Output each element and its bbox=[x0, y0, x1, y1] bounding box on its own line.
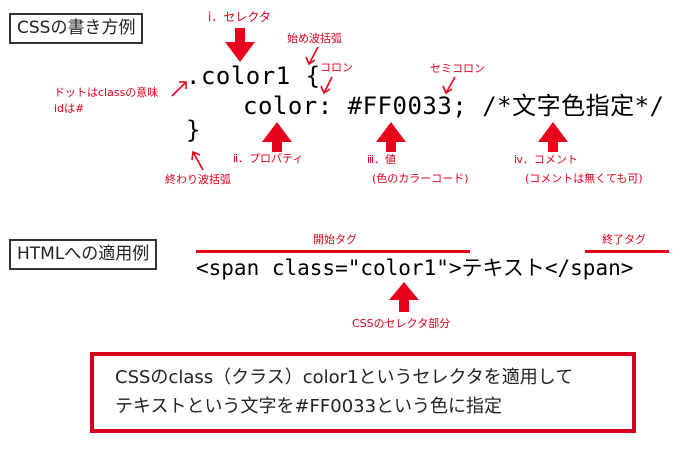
label-comment-note: (コメントは無くても可) bbox=[525, 172, 643, 185]
label-open-brace: 始め波括弧 bbox=[287, 32, 342, 45]
label-dot-class: ドットはclassの意味 bbox=[54, 86, 159, 99]
arrow-semicolon-icon bbox=[442, 76, 456, 95]
code-declaration-line: color: #FF0033; /*文字色指定*/ bbox=[243, 92, 665, 120]
summary-line-2: テキストという文字を#FF0033という色に指定 bbox=[115, 396, 503, 417]
arrow-open-brace-icon bbox=[305, 46, 319, 66]
label-close-tag: 終了タグ bbox=[602, 233, 646, 246]
summary-box bbox=[90, 352, 636, 433]
code-selector-line: .color1 { bbox=[186, 62, 321, 90]
label-selector: ⅰ．セレクタ bbox=[208, 10, 271, 24]
arrow-close-brace-icon bbox=[191, 150, 204, 171]
label-dot-id: idは# bbox=[54, 102, 85, 115]
arrow-value-icon bbox=[376, 122, 406, 152]
label-open-tag: 開始タグ bbox=[313, 233, 357, 246]
open-tag-underline bbox=[196, 250, 470, 253]
arrow-dot-icon bbox=[171, 81, 187, 97]
css-example-title: CSSの書き方例 bbox=[9, 13, 144, 44]
arrow-selector-part-icon bbox=[389, 282, 419, 312]
arrow-selector-icon bbox=[225, 28, 255, 62]
label-close-brace: 終わり波括弧 bbox=[165, 173, 231, 186]
label-selector-part: CSSのセレクタ部分 bbox=[352, 317, 451, 330]
label-colon: コロン bbox=[320, 61, 353, 74]
label-property: ⅱ．プロパティ bbox=[233, 152, 304, 165]
arrow-property-icon bbox=[262, 122, 292, 152]
arrow-colon-icon bbox=[320, 76, 333, 95]
html-code-line: <span class="color1">テキスト</span> bbox=[196, 256, 634, 280]
summary-line-1: CSSのclass（クラス）color1というセレクタを適用して bbox=[115, 367, 574, 388]
label-semicolon: セミコロン bbox=[430, 62, 485, 75]
code-close-brace: } bbox=[186, 116, 201, 144]
html-example-title: HTMLへの適用例 bbox=[9, 239, 158, 270]
close-tag-underline bbox=[585, 250, 669, 253]
label-value: ⅲ．値 bbox=[367, 153, 397, 166]
label-value-note: (色のカラーコード) bbox=[372, 172, 469, 185]
arrow-comment-icon bbox=[538, 122, 568, 152]
label-comment: ⅳ．コメント bbox=[514, 153, 578, 166]
